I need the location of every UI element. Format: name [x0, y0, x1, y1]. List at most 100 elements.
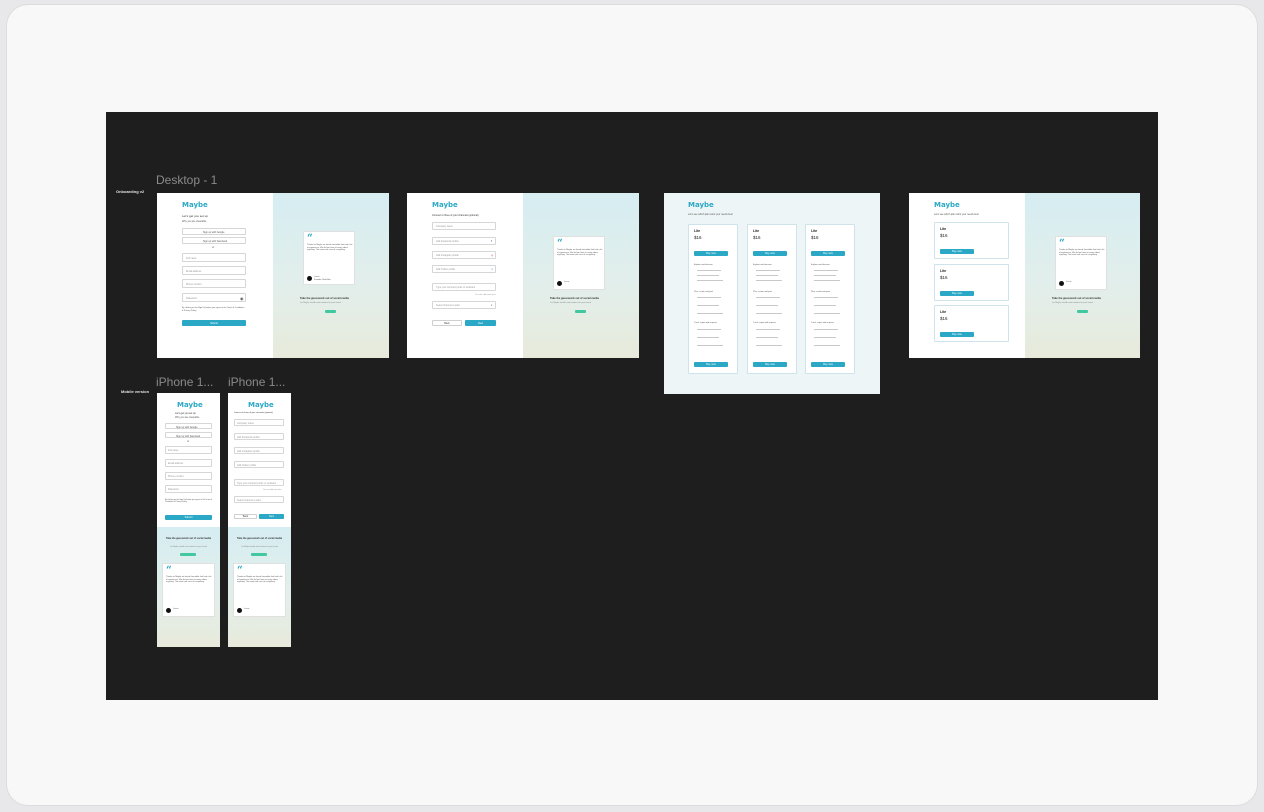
chevron-down-icon: ▾	[491, 304, 493, 307]
buy-button-bottom[interactable]: Buy now	[753, 362, 787, 367]
submit-button[interactable]: Submit	[165, 515, 212, 520]
pricing-heading: Let's see which plan suits your needs be…	[934, 213, 979, 216]
twitter-field[interactable]: Add Twitter profile✦	[432, 265, 496, 273]
eye-icon[interactable]: ◉	[240, 296, 244, 301]
testimonial-panel: “ Thanks to Maybe we found cleanable tha…	[523, 193, 639, 358]
testimonial-card: “ Thanks to Maybe we found cleanable tha…	[553, 236, 605, 290]
status-badge	[251, 553, 267, 556]
google-signup-button[interactable]: Sign up with Google	[182, 228, 246, 235]
design-canvas[interactable]: Onboarding v2 Mobile version Desktop - 1…	[106, 112, 1158, 700]
testimonial-panel: Take the guesswork out of social media L…	[157, 527, 220, 647]
channel-select[interactable]: Select channel to start▾	[432, 301, 496, 309]
buy-button-bottom[interactable]: Buy now	[694, 362, 728, 367]
signup-heading: Let's get you set up	[182, 214, 208, 218]
status-badge	[575, 310, 586, 313]
password-field[interactable]: Password	[165, 485, 212, 493]
testimonial-role: Founder, Bold Hair	[314, 279, 331, 281]
links-field[interactable]: Type your company links or websites	[234, 479, 284, 486]
quote-icon: “	[557, 238, 563, 249]
back-button[interactable]: Back	[234, 514, 257, 519]
frame-desktop-plan-summary[interactable]: Maybe Let's see which plan suits your ne…	[909, 193, 1140, 358]
name-field[interactable]: Full name	[165, 446, 212, 454]
testimonial-text: Thanks to Maybe we found cleanable that …	[166, 576, 212, 584]
testimonial-headline: Take the guesswork out of social media	[1052, 297, 1101, 300]
back-button[interactable]: Back	[432, 320, 462, 326]
instagram-icon: ◎	[491, 254, 494, 257]
avatar	[166, 608, 171, 613]
plan-card[interactable]: Lite $16 Buy now	[934, 222, 1009, 259]
frame-desktop-pricing[interactable]: Maybe Let's see which plan suits your ne…	[664, 193, 880, 394]
testimonial-text: Thanks to Maybe we found cleanable that …	[557, 249, 603, 257]
buy-button[interactable]: Buy now	[940, 332, 974, 337]
google-signup-button[interactable]: Sign up with Google	[165, 423, 212, 429]
testimonial-headline: Take the guesswork out of social media	[237, 537, 282, 540]
testimonial-author: Lucas	[244, 608, 250, 610]
frame-iphone-signup[interactable]: Maybe Let's get you set up Why you are c…	[157, 393, 220, 647]
testimonial-author: Lucas	[314, 276, 320, 278]
buy-button[interactable]: Buy now	[940, 249, 974, 254]
phone-field[interactable]: Phone number	[182, 279, 246, 288]
plan-card[interactable]: Lite $16 Buy now Explore and discover Pl…	[747, 224, 797, 374]
testimonial-subline: Let Maybe handle what matters for your b…	[1052, 302, 1093, 304]
company-field[interactable]: Company name	[432, 222, 496, 230]
signup-subheading: Why you are cleanable	[175, 416, 200, 419]
email-field[interactable]: Email address	[182, 266, 246, 275]
frame-iphone-connect[interactable]: Maybe Connect to three of your channels …	[228, 393, 291, 647]
buy-button[interactable]: Buy now	[694, 251, 728, 256]
plan-card[interactable]: Lite $16 Buy now Explore and discover Pl…	[805, 224, 855, 374]
frame-title-iphone-1[interactable]: iPhone 1...	[156, 375, 214, 389]
testimonial-subline: Let Maybe handle what matters for your b…	[300, 302, 341, 304]
legal-text: By clicking on the Sign Up button you ag…	[165, 499, 212, 504]
plan-card[interactable]: Lite $16 Buy now	[934, 305, 1009, 342]
logo: Maybe	[248, 401, 274, 409]
status-badge	[1077, 310, 1088, 313]
testimonial-card: “ Thanks to Maybe we found cleanable tha…	[303, 231, 355, 285]
logo: Maybe	[934, 201, 960, 209]
channel-select[interactable]: Select channel to start	[234, 496, 284, 503]
name-field[interactable]: Full name	[182, 253, 246, 262]
testimonial-card: “ Thanks to Maybe we found cleanable tha…	[162, 563, 215, 617]
phone-field[interactable]: Phone number	[165, 472, 212, 480]
testimonial-author: Lucas	[564, 281, 570, 283]
frame-desktop-connect[interactable]: Maybe Connect to three of your channels …	[407, 193, 639, 358]
quote-icon: “	[1059, 238, 1065, 249]
plan-card[interactable]: Lite $16 Buy now Explore and discover Pl…	[688, 224, 738, 374]
logo: Maybe	[182, 201, 208, 209]
or-divider: or	[187, 440, 190, 443]
next-button[interactable]: Next	[465, 320, 496, 326]
instagram-field[interactable]: Add Instagram profile◎	[432, 251, 496, 259]
frame-title-iphone-2[interactable]: iPhone 1...	[228, 375, 286, 389]
facebook-signup-button[interactable]: Sign up with Facebook	[182, 237, 246, 244]
next-button[interactable]: Next	[259, 514, 284, 519]
section-label-mobile: Mobile version	[121, 389, 150, 394]
submit-button[interactable]: Submit	[182, 320, 246, 326]
company-field[interactable]: Company name	[234, 419, 284, 426]
frame-desktop-signup[interactable]: Maybe Let's get you set up Why you are c…	[157, 193, 389, 358]
buy-button[interactable]: Buy now	[753, 251, 787, 256]
status-badge	[180, 553, 196, 556]
buy-button-bottom[interactable]: Buy now	[811, 362, 845, 367]
facebook-signup-button[interactable]: Sign up with Facebook	[165, 432, 212, 438]
instagram-field[interactable]: Add Instagram profile	[234, 447, 284, 454]
email-field[interactable]: Email address	[165, 459, 212, 467]
links-field[interactable]: Type your company links or websites	[432, 283, 496, 291]
signup-heading: Let's get you set up	[175, 412, 196, 415]
logo: Maybe	[688, 201, 714, 209]
plan-card[interactable]: Lite $16 Buy now	[934, 264, 1009, 301]
testimonial-text: Thanks to Maybe we found cleanable that …	[237, 576, 283, 584]
testimonial-subline: Let Maybe handle what matters for your b…	[241, 546, 278, 548]
twitter-field[interactable]: Add Twitter profile	[234, 461, 284, 468]
testimonial-author: Lucas	[173, 608, 179, 610]
buy-button[interactable]: Buy now	[811, 251, 845, 256]
avatar	[307, 276, 312, 281]
facebook-field[interactable]: Add Facebook profile	[234, 433, 284, 440]
pricing-heading: Let's see which plan suits your needs be…	[688, 213, 733, 216]
app-window: Onboarding v2 Mobile version Desktop - 1…	[6, 4, 1258, 806]
testimonial-card: “ Thanks to Maybe we found cleanable tha…	[233, 563, 286, 617]
or-divider: or	[212, 246, 215, 249]
testimonial-text: Thanks to Maybe we found cleanable that …	[307, 244, 353, 252]
buy-button[interactable]: Buy now	[940, 291, 974, 296]
password-field[interactable]: Password◉	[182, 293, 246, 302]
frame-title-desktop[interactable]: Desktop - 1	[156, 173, 218, 187]
